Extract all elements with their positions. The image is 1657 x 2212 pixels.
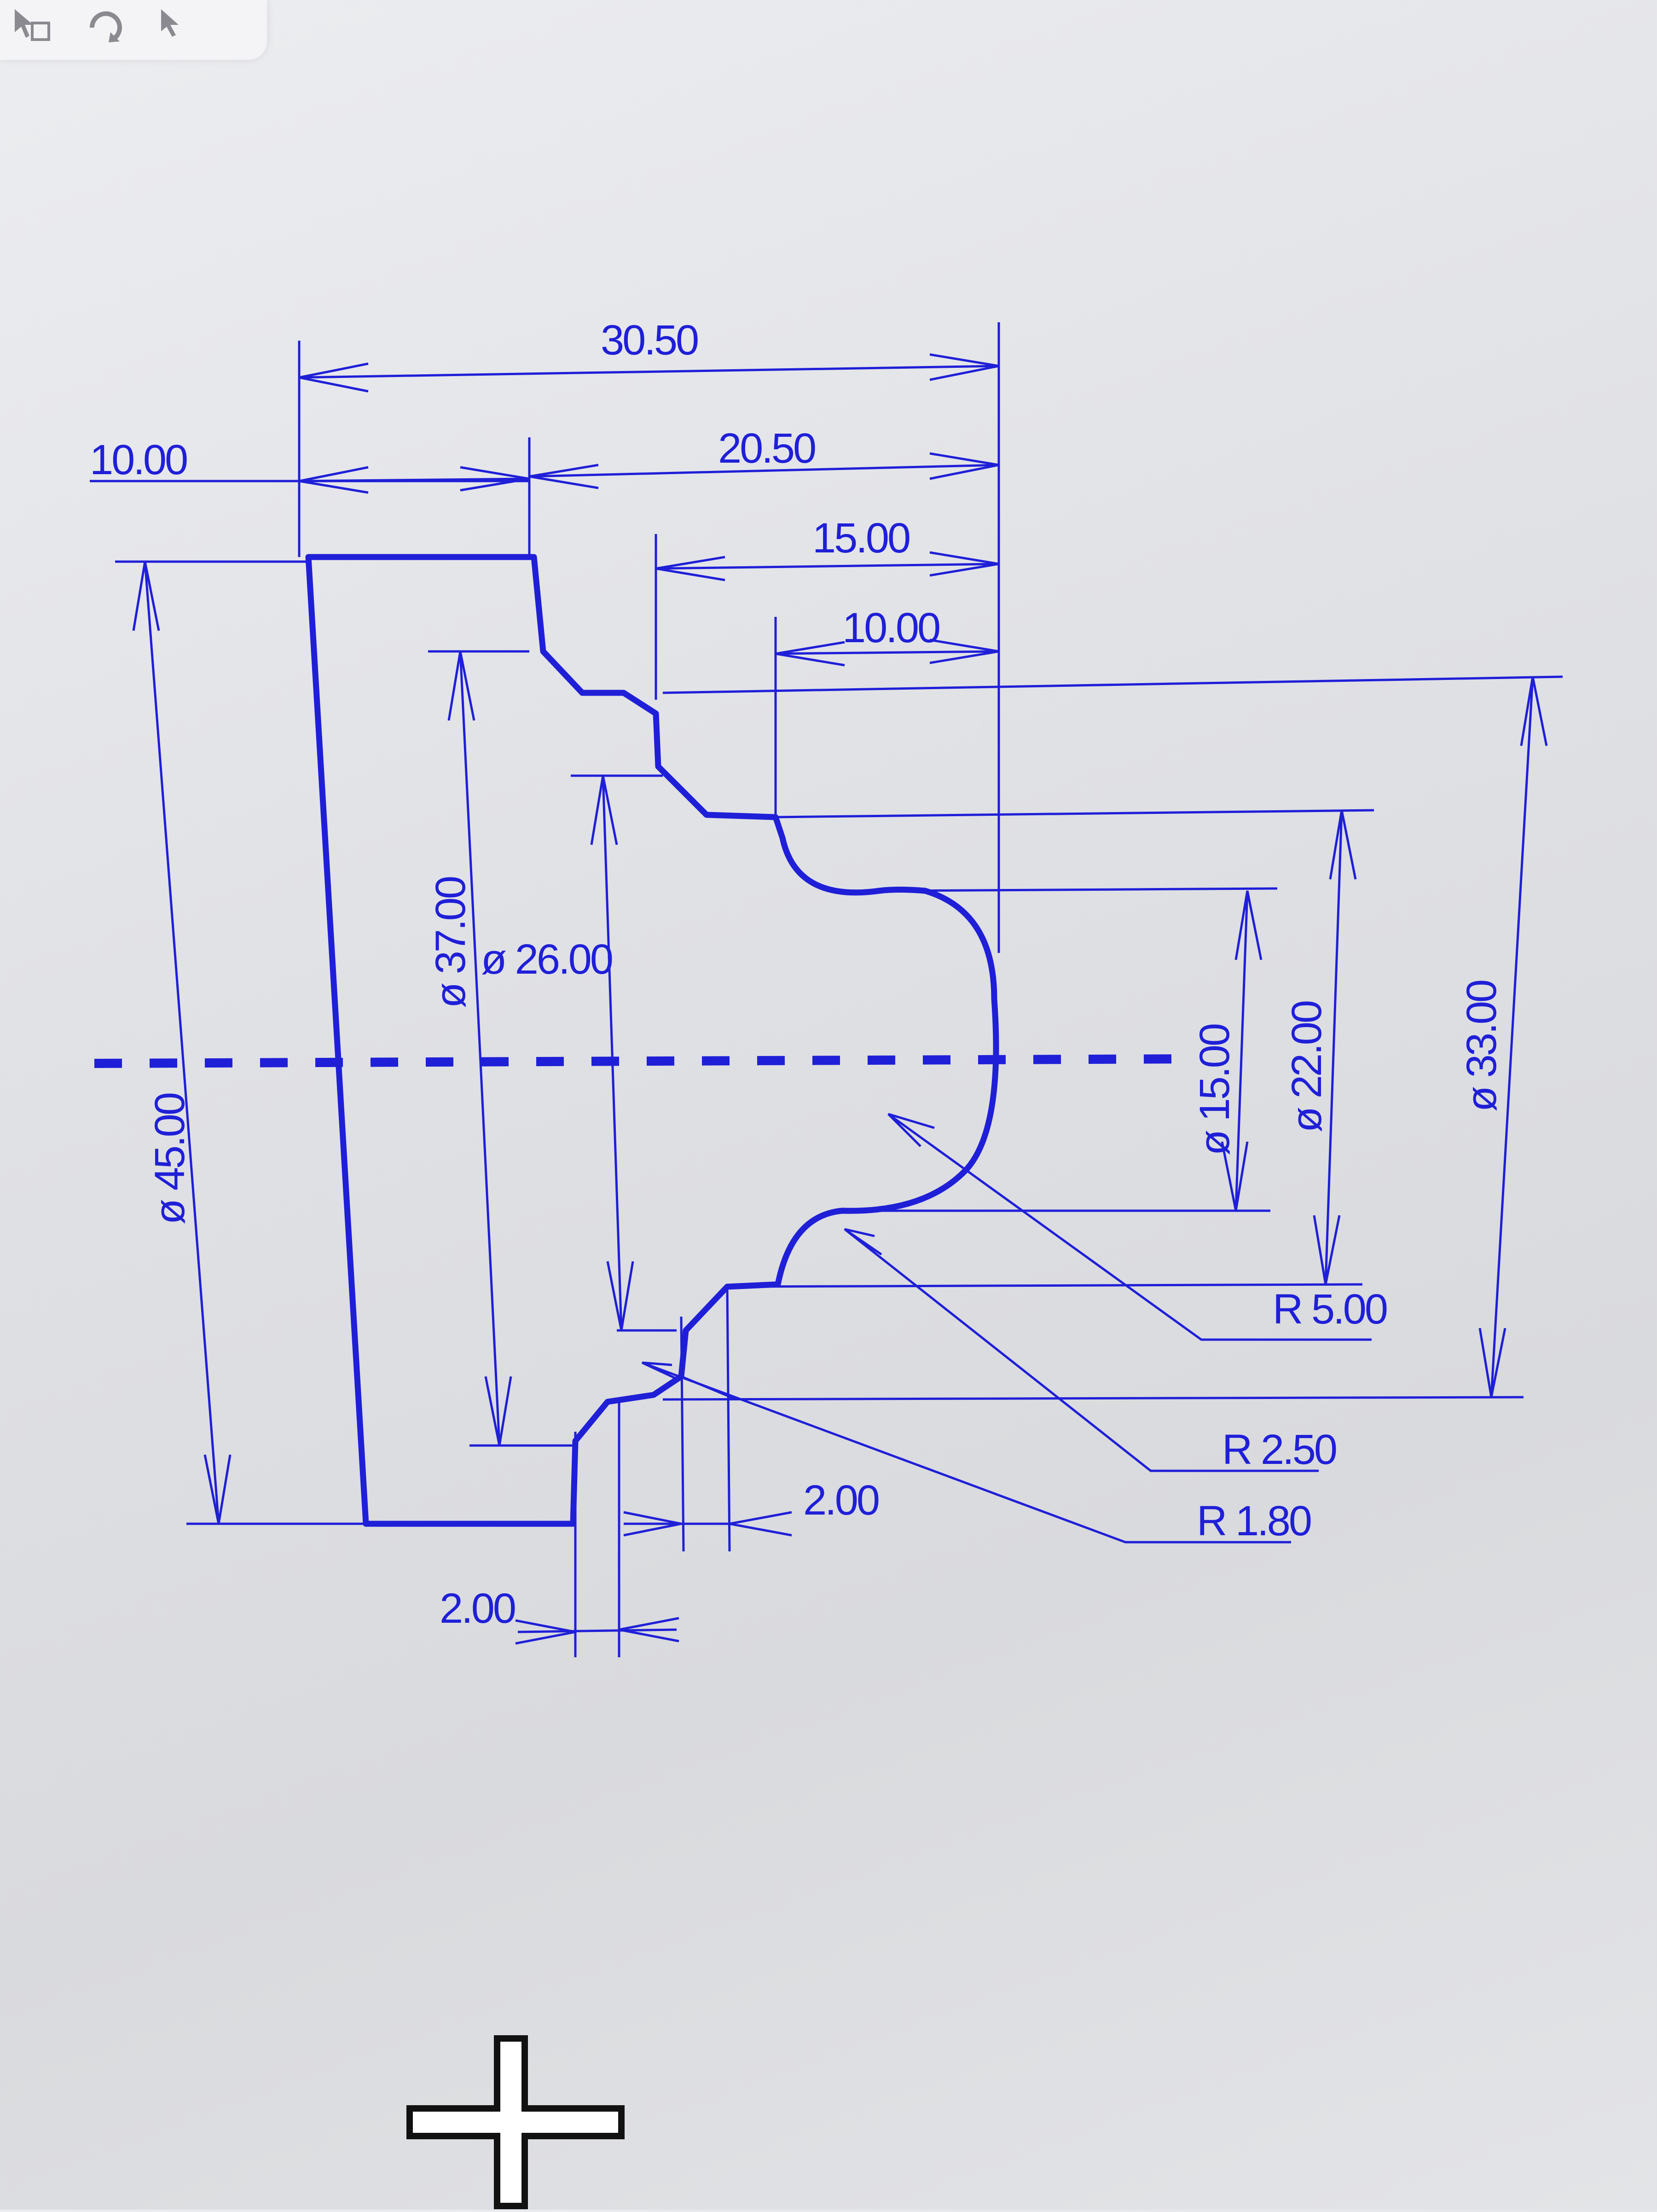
dim-text-20-50: 20.50 (718, 425, 815, 472)
dim-line-dia-15 (1234, 890, 1249, 1211)
crosshair-cursor-icon (405, 2035, 626, 2210)
extension-line (897, 887, 1278, 892)
arrowhead (929, 639, 999, 664)
dim-text-dia-15: ø 15.00 (1191, 1024, 1238, 1155)
dim-line-dia-33 (1490, 676, 1534, 1398)
leader-tick (681, 1375, 737, 1401)
arrowhead (515, 1619, 576, 1645)
arrow-pointer-icon[interactable] (152, 5, 198, 46)
dim-line-30-50 (299, 365, 999, 379)
dim-line-20-50 (529, 464, 999, 478)
cad-toolbar (0, 0, 267, 60)
arrowhead (1478, 1328, 1506, 1398)
dim-text-r-2-50: R 2.50 (1222, 1426, 1336, 1473)
arrowhead (590, 775, 618, 845)
dim-text-groove-b: 2.00 (440, 1585, 515, 1632)
dim-text-groove-a: 2.00 (803, 1477, 879, 1524)
arrowhead (775, 641, 845, 667)
leader-r-2-50 (844, 1228, 1319, 1472)
centerline (94, 1054, 1193, 1068)
leader-r-1-80 (642, 1361, 1291, 1544)
arrowhead (729, 1511, 792, 1537)
dim-text-dia-22: ø 22.00 (1283, 1001, 1330, 1132)
dim-line-10-00-b (775, 650, 999, 655)
arrowhead (299, 466, 369, 494)
arrowhead (641, 1361, 678, 1380)
arrowhead (655, 556, 725, 581)
arrowhead (447, 651, 475, 721)
extension-line (775, 809, 1374, 819)
arrowhead (132, 561, 160, 631)
dim-text-dia-45: ø 45.00 (146, 1093, 193, 1225)
arrowhead (203, 1454, 232, 1524)
rotate-view-icon[interactable] (83, 5, 129, 46)
dim-text-dia-33: ø 33.00 (1458, 981, 1505, 1112)
extension-line (726, 1289, 731, 1552)
arrowhead (484, 1376, 512, 1446)
arrowhead (1520, 676, 1548, 746)
arrowhead (929, 452, 999, 480)
arrowhead (1234, 890, 1263, 960)
dim-line-dia-45 (144, 561, 220, 1524)
dim-line-dia-22 (1324, 810, 1343, 1285)
cursor-select-icon[interactable] (9, 5, 55, 46)
extension-line (662, 1396, 1524, 1401)
extension-line (662, 675, 1563, 694)
arrowhead (1329, 810, 1357, 880)
dim-line-dia-26 (602, 775, 623, 1331)
dim-text-10-00-b: 10.00 (842, 604, 939, 651)
arrowhead (1313, 1215, 1341, 1285)
arrowhead (929, 551, 999, 577)
arrowhead (1221, 1141, 1249, 1211)
dim-line-groove-b (517, 1628, 677, 1633)
dim-text-15-00: 15.00 (812, 515, 910, 562)
arrowhead (460, 466, 530, 492)
dim-text-r-1-80: R 1.80 (1197, 1498, 1311, 1544)
arrowhead (929, 353, 999, 381)
dim-text-dia-37: ø 37.00 (427, 877, 474, 1008)
dim-text-r-5-00: R 5.00 (1273, 1286, 1387, 1333)
dim-text-30-50: 30.50 (601, 317, 698, 364)
arrowhead (887, 1113, 935, 1147)
leader-r-5-00 (887, 1113, 1372, 1341)
dim-text-dia-26: ø 26.00 (481, 936, 612, 983)
arrowhead (623, 1511, 682, 1537)
arrowhead (299, 362, 369, 393)
arrowhead (844, 1228, 882, 1256)
dim-text-10-00: 10.00 (90, 436, 187, 483)
dim-line-dia-37 (459, 651, 501, 1446)
arrowhead (606, 1261, 634, 1331)
dim-line-10-00 (299, 477, 530, 482)
part-profile[interactable] (305, 554, 999, 1527)
arrowhead (619, 1617, 679, 1643)
arrowhead (529, 464, 599, 489)
extension-line (727, 1283, 1363, 1288)
dim-line-15-00 (655, 563, 999, 570)
